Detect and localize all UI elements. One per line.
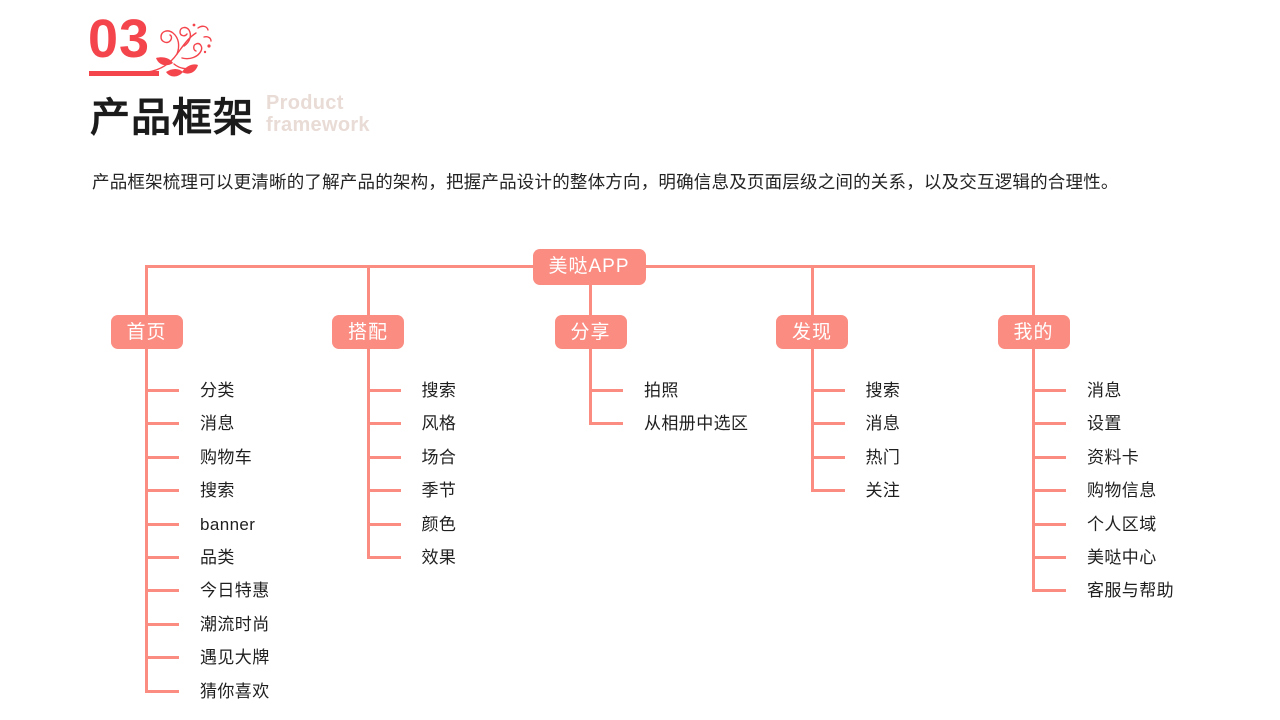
- tree-leaf-label[interactable]: 风格: [421, 414, 457, 434]
- tree-leaf-label[interactable]: 客服与帮助: [1087, 581, 1174, 601]
- tree-branch-spine: [589, 349, 592, 423]
- tree-leaf-label[interactable]: 品类: [200, 548, 235, 567]
- tree-leaf-label[interactable]: 搜索: [865, 381, 901, 400]
- tree-leaf-connector: [366, 422, 401, 426]
- tree-leaf-connector: [366, 389, 401, 392]
- tree-leaf-connector: [810, 389, 845, 392]
- tree-branch-node-1[interactable]: 首页: [110, 315, 183, 349]
- tree-leaf-connector: [810, 455, 845, 459]
- page-description: 产品框架梳理可以更清晰的了解产品的架构，把握产品设计的整体方向，明确信息及页面层…: [92, 172, 1119, 192]
- tree-leaf-connector: [1032, 589, 1066, 593]
- tree-branch-drop: [1032, 265, 1035, 315]
- tree-leaf-label[interactable]: 分类: [200, 381, 235, 400]
- tree-leaf-connector: [1032, 522, 1066, 526]
- tree-branch-drop: [810, 265, 814, 315]
- tree-leaf-connector: [145, 589, 179, 593]
- tree-branch-drop: [145, 265, 148, 315]
- tree-leaf-label[interactable]: 资料卡: [1087, 447, 1140, 467]
- tree-leaf-connector: [145, 422, 179, 426]
- tree-leaf-label[interactable]: 消息: [865, 414, 901, 434]
- tree-branch-node-3[interactable]: 分享: [554, 315, 627, 349]
- tree-leaf-connector: [145, 656, 179, 660]
- tree-leaf-connector: [145, 522, 179, 526]
- tree-leaf-label[interactable]: banner: [200, 514, 256, 534]
- page-subtitle-line2: framework: [266, 114, 370, 137]
- tree-leaf-connector: [810, 489, 845, 493]
- tree-leaf-label[interactable]: 购物信息: [1087, 481, 1157, 501]
- tree-leaf-connector: [1032, 489, 1066, 493]
- tree-leaf-label[interactable]: 潮流时尚: [200, 614, 270, 634]
- tree-leaf-connector: [366, 522, 401, 526]
- tree-leaf-connector: [145, 389, 179, 392]
- slide-number-underline: [89, 71, 159, 76]
- tree-leaf-label[interactable]: 热门: [865, 447, 901, 467]
- tree-leaf-label[interactable]: 效果: [421, 548, 457, 567]
- tree-leaf-label[interactable]: 搜索: [200, 481, 235, 501]
- page-title: 产品框架: [90, 95, 254, 140]
- tree-leaf-label[interactable]: 遇见大牌: [200, 648, 270, 668]
- tree-leaf-label[interactable]: 消息: [200, 414, 235, 434]
- tree-leaf-label[interactable]: 购物车: [200, 447, 253, 467]
- tree-leaf-label[interactable]: 消息: [1087, 381, 1122, 400]
- slide-number-block: 03: [88, 12, 212, 88]
- tree-branch-node-5[interactable]: 我的: [997, 315, 1070, 349]
- slide-number: 03: [88, 9, 151, 69]
- tree-leaf-label[interactable]: 美哒中心: [1087, 548, 1157, 567]
- page-title-row: 产品框架 Product framework: [90, 92, 370, 138]
- tree-leaf-connector: [366, 556, 401, 559]
- tree-leaf-label[interactable]: 场合: [421, 447, 457, 467]
- tree-leaf-connector: [366, 489, 401, 493]
- tree-leaf-connector: [1032, 455, 1066, 459]
- tree-leaf-label[interactable]: 设置: [1087, 414, 1122, 434]
- tree-root-stem: [589, 284, 592, 315]
- tree-leaf-label[interactable]: 个人区域: [1087, 514, 1157, 534]
- tree-leaf-connector: [366, 455, 401, 459]
- tree-leaf-connector: [145, 455, 179, 459]
- page-subtitle: Product framework: [266, 92, 370, 137]
- tree-root-node[interactable]: 美哒APP: [532, 248, 646, 285]
- tree-branch-spine: [366, 349, 370, 556]
- tree-leaf-label[interactable]: 拍照: [644, 381, 679, 400]
- tree-branch-node-2[interactable]: 搭配: [332, 315, 404, 349]
- tree-leaf-label[interactable]: 搜索: [421, 381, 457, 400]
- floral-flourish-icon: [147, 23, 212, 77]
- tree-leaf-connector: [145, 556, 179, 559]
- tree-leaf-connector: [145, 489, 179, 493]
- tree-leaf-label[interactable]: 猜你喜欢: [200, 681, 270, 701]
- tree-leaf-connector: [145, 622, 179, 626]
- tree-branch-node-4[interactable]: 发现: [776, 315, 848, 349]
- tree-leaf-connector: [145, 689, 179, 693]
- tree-leaf-connector: [589, 422, 623, 426]
- tree-branch-drop: [366, 265, 370, 315]
- tree-leaf-label[interactable]: 从相册中选区: [644, 414, 749, 434]
- tree-branch-spine: [145, 349, 148, 690]
- tree-leaf-connector: [810, 422, 845, 426]
- tree-branch-spine: [1032, 349, 1035, 590]
- tree-leaf-label[interactable]: 关注: [865, 481, 901, 501]
- tree-leaf-label[interactable]: 今日特惠: [200, 581, 270, 601]
- tree-leaf-label[interactable]: 颜色: [421, 514, 457, 534]
- tree-branch-spine: [810, 349, 814, 490]
- page-subtitle-line1: Product: [266, 92, 344, 114]
- tree-leaf-label[interactable]: 季节: [421, 481, 457, 501]
- tree-leaf-connector: [589, 389, 623, 392]
- tree-leaf-connector: [1032, 422, 1066, 426]
- tree-leaf-connector: [1032, 556, 1066, 559]
- tree-leaf-connector: [1032, 389, 1066, 392]
